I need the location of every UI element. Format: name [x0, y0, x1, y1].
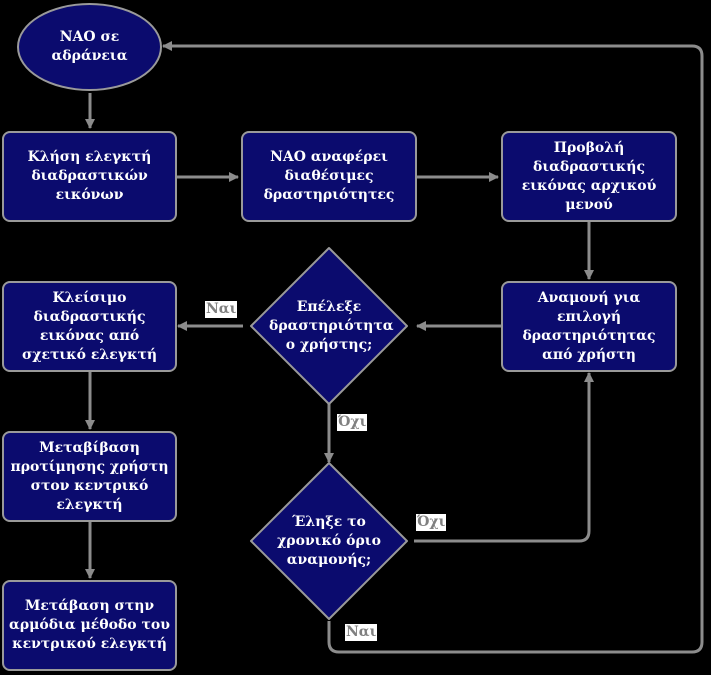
node-nao-reports-label: NAO αναφέρει διαθέσιμες δραστηριότητες	[263, 149, 395, 203]
edge-label-timeout-yes: Ναι	[345, 624, 378, 641]
node-nao-idle-label: NAO σε αδράνεια	[51, 29, 128, 64]
edge-label-selected-no: Όχι	[337, 414, 368, 431]
node-close-image-label: Κλείσιμο διαδραστικής εικόνας από σχετικ…	[21, 289, 158, 363]
node-wait-selection: Αναμονή για επιλογή δραστηριότητας από χ…	[501, 281, 677, 372]
node-timeout: Έληξε το χρονικό όριο αναμονής;	[249, 461, 409, 621]
node-user-selected: Επέλεξε δραστηριότητα ο χρήστης;	[249, 246, 409, 406]
node-wait-selection-label: Αναμονή για επιλογή δραστηριότητας από χ…	[522, 289, 656, 363]
node-go-method-label: Μετάβαση στην αρμόδια μέθοδο του κεντρικ…	[9, 598, 170, 652]
node-pass-preference-label: Μεταβίβαση προτίμησης χρήστη στον κεντρι…	[10, 439, 169, 513]
node-go-method: Μετάβαση στην αρμόδια μέθοδο του κεντρικ…	[2, 580, 177, 671]
node-show-menu: Προβολή διαδραστικής εικόνας αρχικού μεν…	[501, 131, 677, 222]
node-timeout-label: Έληξε το χρονικό όριο αναμονής;	[277, 513, 381, 568]
node-user-selected-label: Επέλεξε δραστηριότητα ο χρήστης;	[269, 298, 394, 353]
node-nao-idle: NAO σε αδράνεια	[17, 3, 162, 91]
diamond-shape	[250, 462, 408, 620]
edge-label-selected-yes: Ναι	[205, 301, 238, 318]
node-call-controller: Κλήση ελεγκτή διαδραστικών εικόνων	[2, 131, 177, 222]
edge-label-timeout-no: Όχι	[416, 514, 447, 531]
edge-timeout-no	[414, 372, 594, 543]
edge-timeout-yes	[162, 41, 704, 654]
node-pass-preference: Μεταβίβαση προτίμησης χρήστη στον κεντρι…	[2, 431, 177, 522]
node-close-image: Κλείσιμο διαδραστικής εικόνας από σχετικ…	[2, 281, 177, 372]
diamond-shape	[250, 247, 408, 405]
node-call-controller-label: Κλήση ελεγκτή διαδραστικών εικόνων	[27, 149, 152, 203]
node-show-menu-label: Προβολή διαδραστικής εικόνας αρχικού μεν…	[521, 139, 657, 213]
node-nao-reports: NAO αναφέρει διαθέσιμες δραστηριότητες	[241, 131, 417, 222]
